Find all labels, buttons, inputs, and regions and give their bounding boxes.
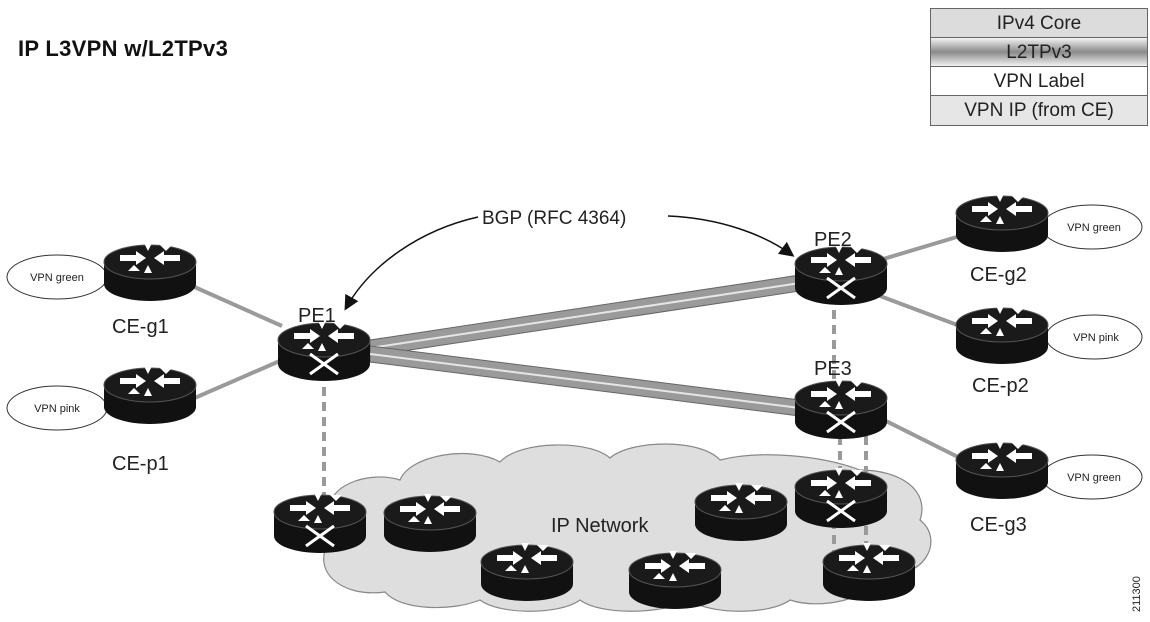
ip-network-label: IP Network xyxy=(551,515,649,537)
router-ce-g1 xyxy=(104,243,196,301)
router-ce-g3 xyxy=(956,441,1048,499)
legend-vpn-label: VPN Label xyxy=(931,67,1147,96)
router-ce-p2 xyxy=(956,306,1048,364)
router-ce-p1 xyxy=(104,366,196,424)
vpn-tag-g3: VPN green xyxy=(1067,472,1121,484)
label-pe3: PE3 xyxy=(814,358,852,380)
link-pe3-ceg3 xyxy=(879,416,961,460)
router-core-2 xyxy=(481,543,573,601)
label-ce-p1: CE-p1 xyxy=(112,453,169,475)
figure-id: 211300 xyxy=(1131,576,1143,612)
label-pe2: PE2 xyxy=(814,229,852,251)
legend-l2tpv3: L2TPv3 xyxy=(931,38,1147,67)
label-ce-g1: CE-g1 xyxy=(112,316,169,338)
label-pe1: PE1 xyxy=(298,305,336,327)
router-core-x-left xyxy=(274,493,366,553)
vpn-tag-p1: VPN pink xyxy=(34,403,80,415)
router-pe2 xyxy=(795,245,887,305)
legend-ipv4-core: IPv4 Core xyxy=(931,9,1147,38)
router-core-1 xyxy=(384,494,476,552)
vpn-tag-p2: VPN pink xyxy=(1073,332,1119,344)
label-ce-p2: CE-p2 xyxy=(972,375,1029,397)
router-core-3 xyxy=(629,551,721,609)
link-pe2-ceg2 xyxy=(879,234,961,262)
label-ce-g3: CE-g3 xyxy=(970,514,1027,536)
link-cep1-pe1 xyxy=(189,358,283,402)
encapsulation-legend: IPv4 Core L2TPv3 VPN Label VPN IP (from … xyxy=(930,8,1148,126)
bgp-arrow-to-pe2 xyxy=(667,215,795,257)
vpn-tag-g1: VPN green xyxy=(30,272,84,284)
diagram-title: IP L3VPN w/L2TPv3 xyxy=(18,36,229,61)
bgp-arrow-to-pe1 xyxy=(344,216,479,311)
label-ce-g2: CE-g2 xyxy=(970,264,1027,286)
router-pe1 xyxy=(278,321,370,381)
router-core-4 xyxy=(695,483,787,541)
bgp-label: BGP (RFC 4364) xyxy=(482,208,626,229)
router-core-5 xyxy=(823,543,915,601)
legend-vpn-ip: VPN IP (from CE) xyxy=(931,96,1147,125)
router-ce-g2 xyxy=(956,194,1048,252)
router-pe3 xyxy=(795,379,887,439)
link-ceg1-pe1 xyxy=(189,283,283,328)
router-core-x-right xyxy=(795,468,887,528)
l2tpv3-tunnels xyxy=(369,274,801,417)
vpn-tag-g2: VPN green xyxy=(1067,222,1121,234)
link-pe2-cep2 xyxy=(879,294,961,328)
